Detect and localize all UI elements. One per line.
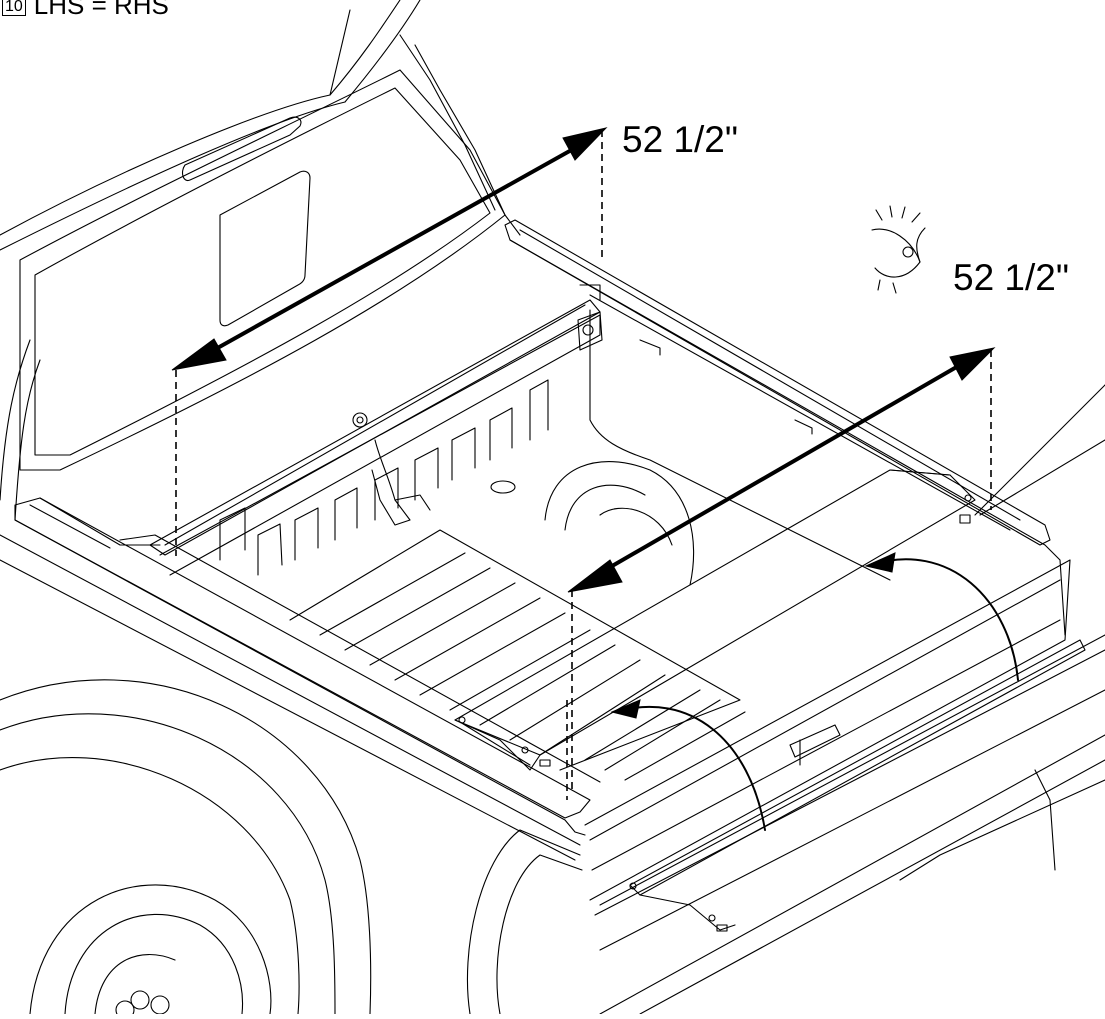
rear-dimension [566, 347, 996, 800]
front-dimension [171, 127, 608, 556]
front-measurement-label: 52 1/2" [622, 119, 739, 160]
truck-cab [0, 0, 521, 521]
rear-rail-bar [454, 469, 976, 771]
leader-line-2 [979, 439, 1105, 516]
leader-line-1 [974, 384, 1105, 516]
step-number-box: 10 [2, 0, 26, 17]
rotation-arrow-rear [610, 699, 766, 831]
rear-measurement-label: 52 1/2" [953, 257, 1070, 298]
diagram-caption: 10 LHS = RHS [2, 0, 169, 18]
rotation-arrow-front [864, 552, 1019, 681]
caption-text: LHS = RHS [33, 0, 169, 20]
truck-bed [0, 219, 1066, 861]
rear-wheel [0, 679, 583, 1019]
eye-icon [871, 205, 926, 294]
tailgate [584, 559, 1105, 1015]
